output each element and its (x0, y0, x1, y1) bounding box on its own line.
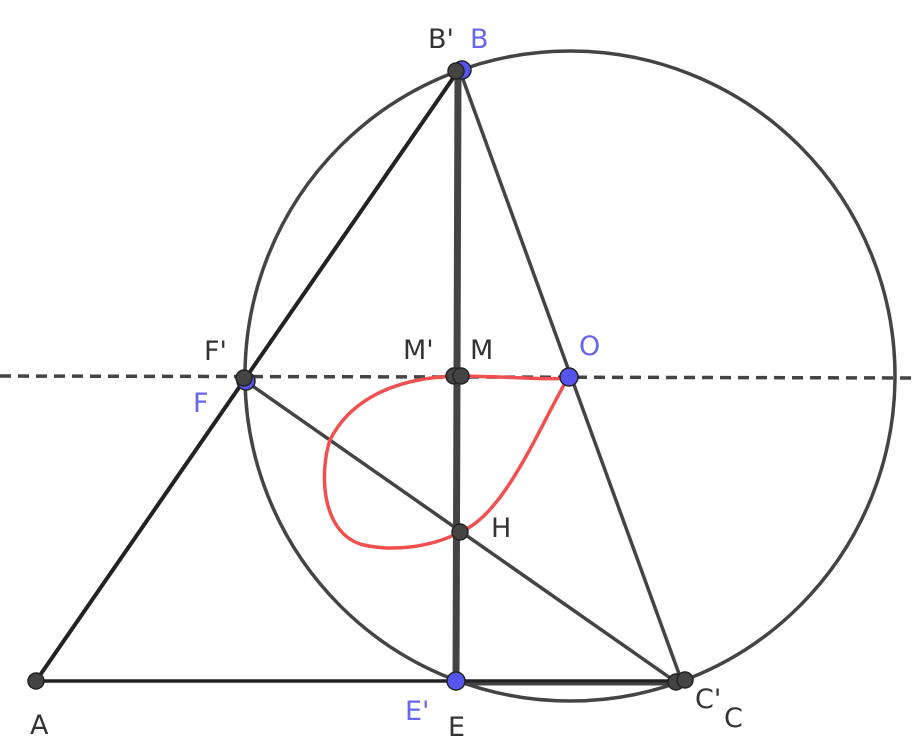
label-C: C (724, 703, 743, 734)
point-A (27, 672, 45, 690)
label-M-prime: M' (403, 335, 434, 366)
label-B-prime: B' (428, 24, 454, 55)
label-O: O (579, 331, 600, 362)
point-O (559, 367, 579, 387)
label-F: F (193, 388, 209, 419)
label-E-prime: E' (405, 696, 429, 727)
label-B: B (470, 24, 489, 55)
label-M: M (470, 335, 493, 366)
point-H (451, 523, 469, 541)
point-C (676, 671, 694, 689)
point-F-prime (235, 369, 253, 387)
point-B-prime (447, 62, 465, 80)
label-F-prime: F' (204, 336, 227, 367)
label-H: H (491, 513, 511, 544)
label-E: E (448, 712, 465, 743)
label-A: A (30, 710, 49, 741)
point-M (452, 367, 470, 385)
label-C-prime: C' (695, 684, 721, 715)
point-E (446, 671, 466, 691)
